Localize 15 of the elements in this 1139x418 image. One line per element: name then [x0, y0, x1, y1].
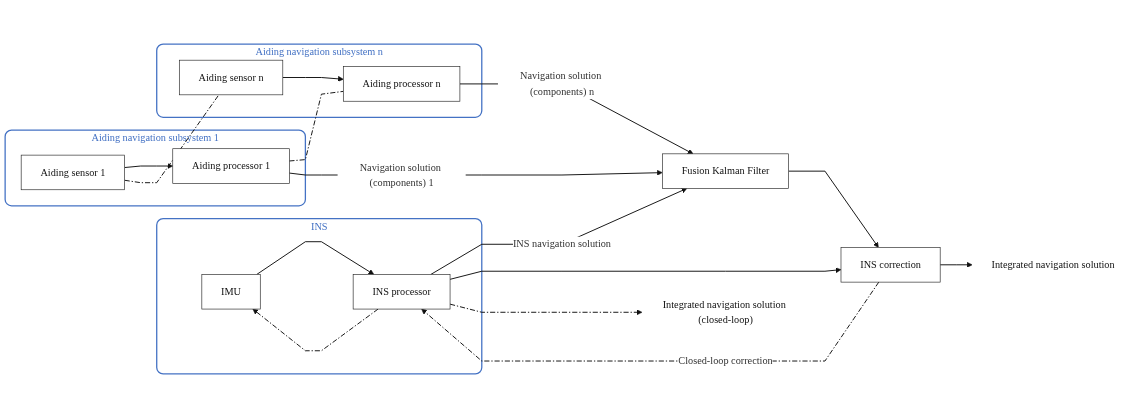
node-box: INS processor [352, 274, 451, 310]
connector [288, 90, 344, 162]
edge-label: Closed-loop correction [678, 355, 773, 367]
edge-label: Navigation solution (components) n [520, 70, 602, 97]
node-box: IMU [201, 274, 261, 310]
edge-label: Navigation solution (components) 1 [359, 161, 441, 188]
node-text: Integrated navigation solution (closed-loop) [662, 298, 786, 326]
node-box: INS correction [840, 247, 941, 283]
node-box: Aiding processor n [343, 66, 461, 102]
node-box: Aiding sensor 1 [20, 154, 125, 191]
node-box: Fusion Kalman Filter [662, 153, 789, 189]
edge-label: INS navigation solution [512, 238, 611, 250]
node-text: Integrated navigation solution [991, 259, 1115, 270]
node-box: Aiding sensor n [179, 59, 284, 96]
node-box: Aiding processor 1 [172, 148, 290, 184]
